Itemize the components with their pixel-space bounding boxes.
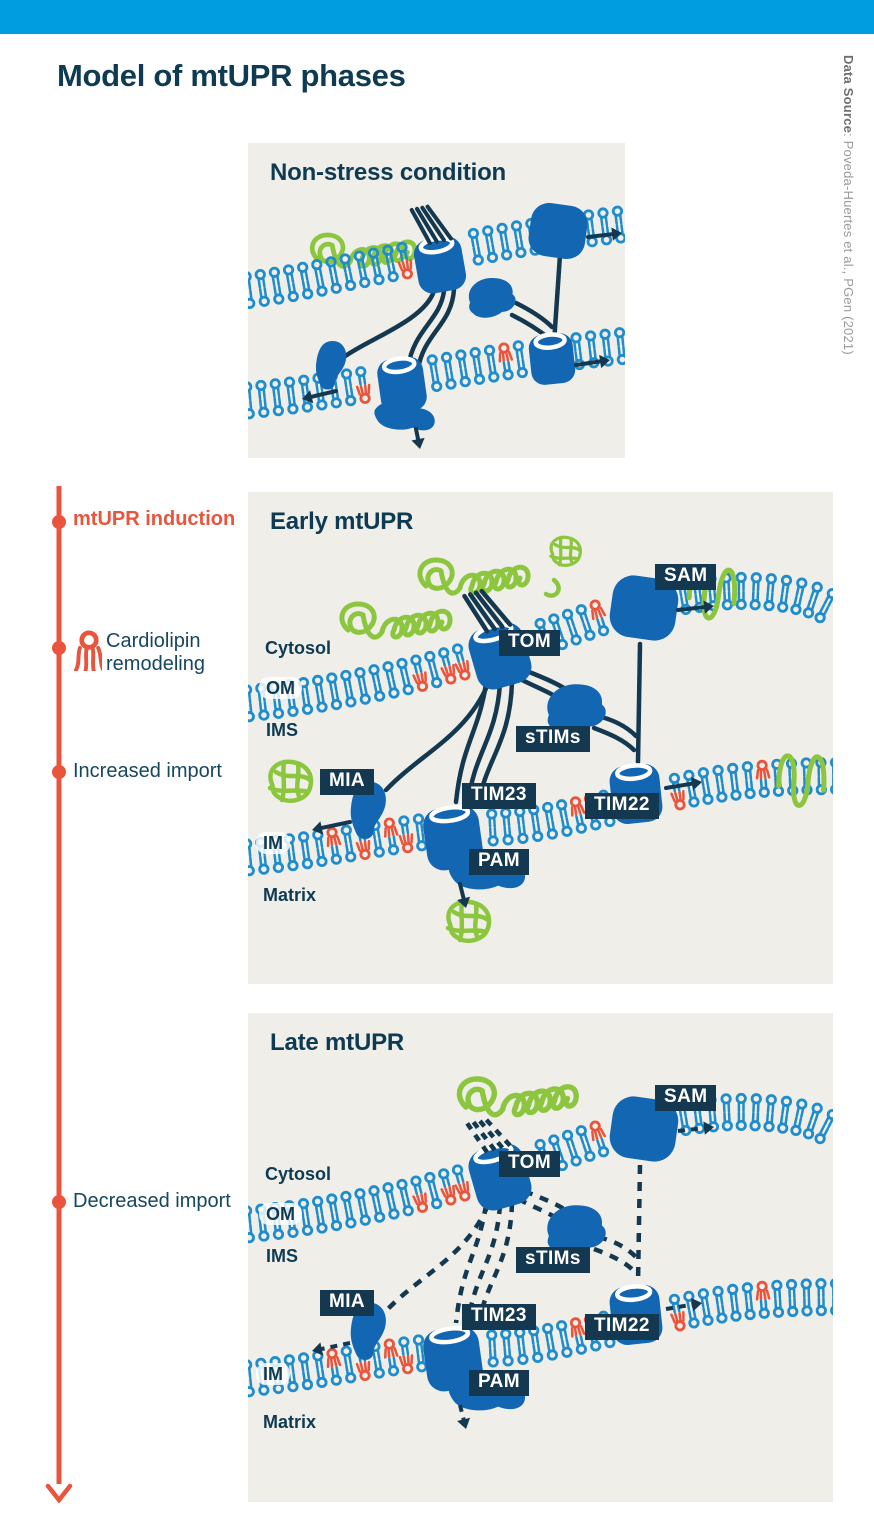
pam-label: PAM [469, 849, 530, 875]
panel-late-mtupr: Late mtUPR Cytosol OM IMS IM Matrix TOM … [248, 1013, 833, 1502]
zone-label-om: OM [259, 677, 302, 699]
zone-label-ims: IMS [266, 720, 299, 740]
zone-label-im: IM [256, 832, 290, 854]
zone-label-cytosol: Cytosol [265, 638, 332, 658]
sam-label: SAM [655, 1085, 717, 1111]
mia-label: MIA [320, 1290, 375, 1316]
data-source-note: Data Source: Poveda-Huertes et al., PGen… [841, 55, 856, 485]
tom-label: TOM [499, 1151, 561, 1177]
timeline-event-decreased-import: Decreased import [73, 1190, 231, 1212]
top-accent-bar [0, 0, 874, 34]
panel-late-title: Late mtUPR [270, 1029, 405, 1056]
non-stress-illustration [248, 202, 625, 449]
pam-label: PAM [469, 1370, 530, 1396]
data-source-text: : Poveda-Huertes et al., PGen (2021) [841, 133, 856, 355]
zone-label-matrix: Matrix [263, 1412, 317, 1432]
zone-label-im: IM [256, 1363, 290, 1385]
timeline-event-cardiolipin: Cardiolipin remodeling [106, 630, 205, 675]
tim22-label: TIM22 [585, 1314, 659, 1340]
timeline-axis [45, 486, 73, 1504]
page-title: Model of mtUPR phases [57, 58, 406, 93]
panel-non-stress-title: Non-stress condition [270, 159, 507, 186]
timeline-event-induction: mtUPR induction [73, 508, 236, 530]
mia-label: MIA [320, 769, 375, 795]
zone-label-om: OM [259, 1203, 302, 1225]
sam-label: SAM [655, 564, 717, 590]
tim22-label: TIM22 [585, 793, 659, 819]
tom-label: TOM [499, 630, 561, 656]
panel-non-stress: Non-stress condition [248, 143, 625, 458]
zone-label-cytosol: Cytosol [265, 1164, 332, 1184]
panel-early-title: Early mtUPR [270, 508, 414, 535]
timeline-event-increased-import: Increased import [73, 760, 222, 782]
zone-label-ims: IMS [266, 1246, 299, 1266]
data-source-label: Data Source [841, 55, 856, 134]
stims-label: sTIMs [516, 1247, 590, 1273]
tim23-label: TIM23 [462, 783, 536, 809]
panel-early-mtupr: Early mtUPR Cytosol OM IMS IM Matrix TOM… [248, 492, 833, 984]
stims-label: sTIMs [516, 726, 590, 752]
cardiolipin-icon [74, 630, 102, 671]
tim23-label: TIM23 [462, 1304, 536, 1330]
zone-label-matrix: Matrix [263, 885, 317, 905]
